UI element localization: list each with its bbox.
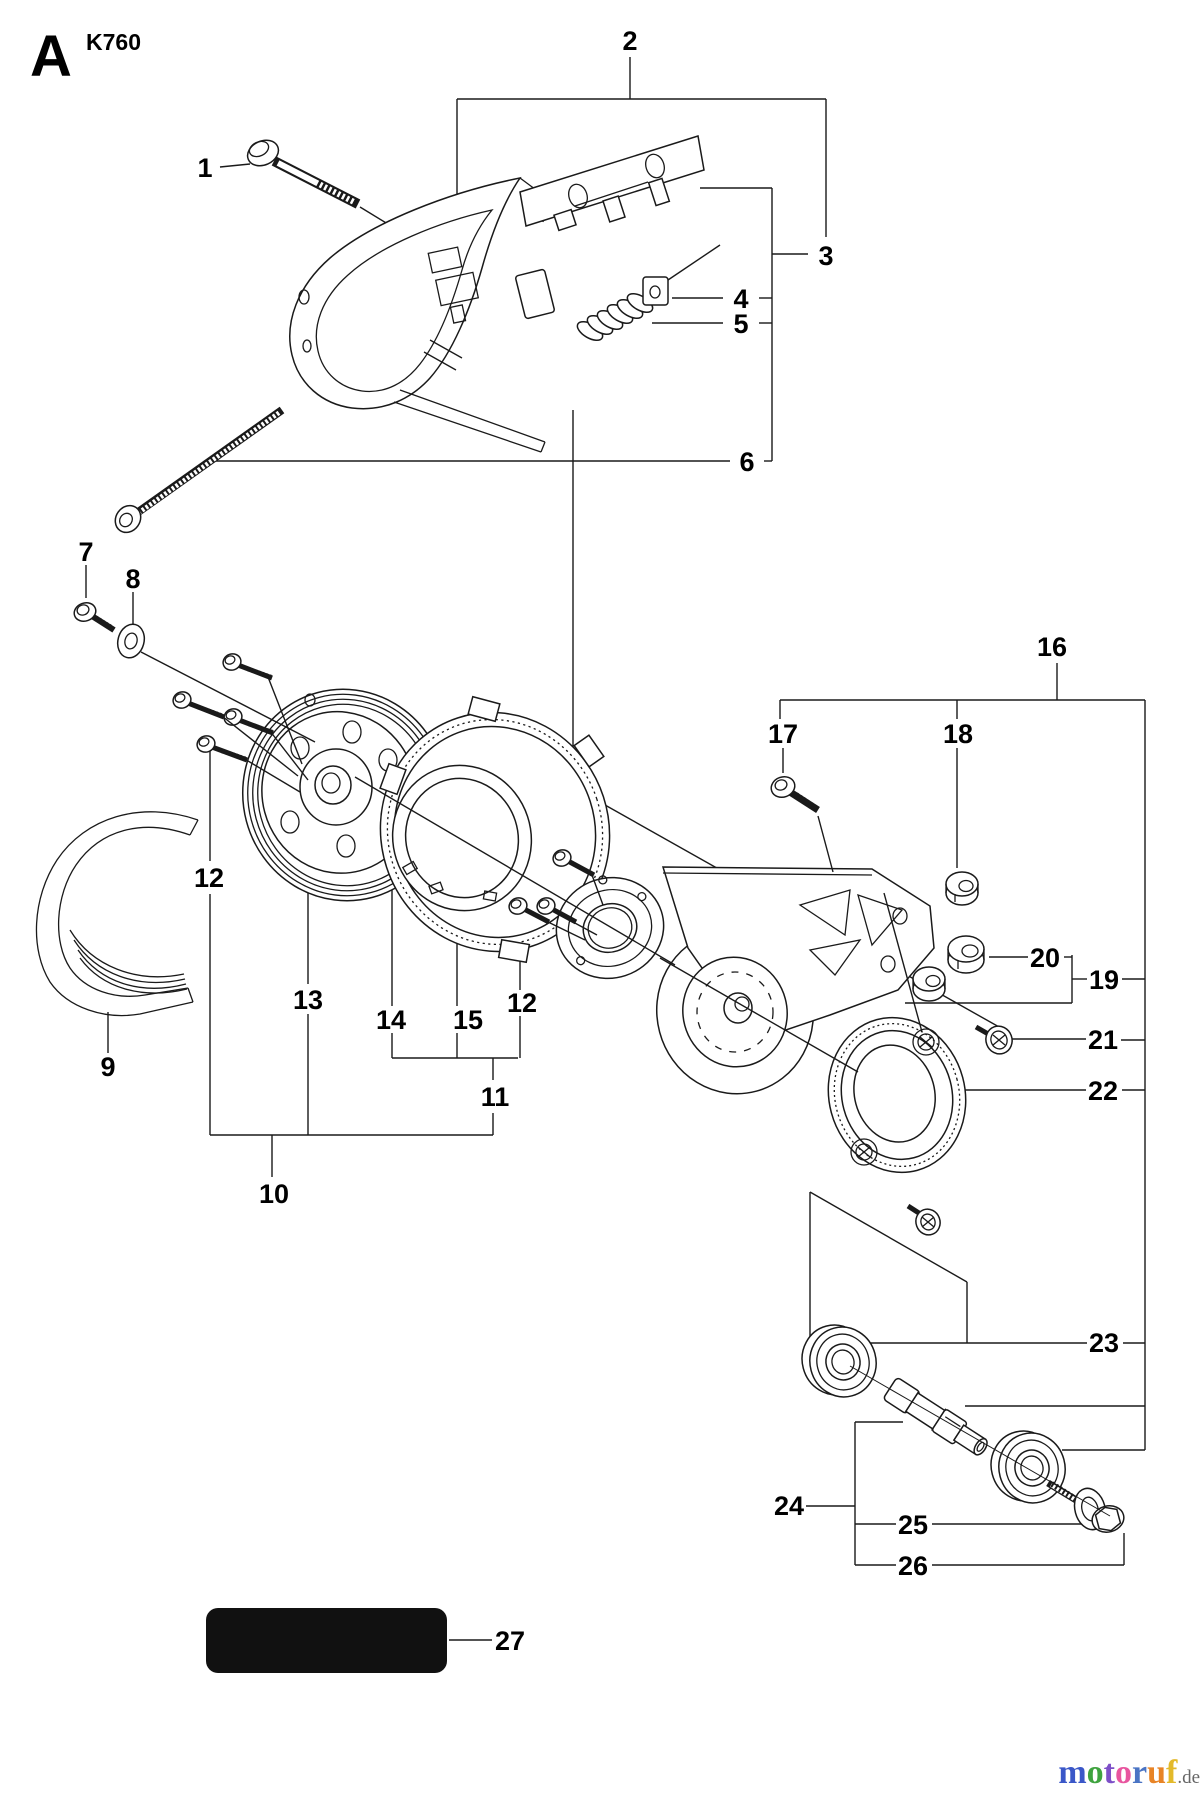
drive-belt <box>35 811 199 1017</box>
latch-plate <box>515 268 555 320</box>
callout-3: 3 <box>818 241 833 271</box>
callout-12b: 12 <box>507 988 537 1018</box>
long-screw-6 <box>114 406 285 534</box>
spindle-shaft <box>883 1377 988 1456</box>
callout-12a: 12 <box>194 863 224 893</box>
model-number: K760 <box>86 29 141 55</box>
belt-guard-cover <box>289 176 548 453</box>
callout-26: 26 <box>898 1551 928 1581</box>
motoruf-logo[interactable]: motoruf.de <box>1040 1750 1200 1796</box>
logo-suffix: .de <box>1177 1767 1200 1788</box>
tension-spring <box>576 292 654 342</box>
bearing-2 <box>990 1430 1066 1504</box>
flange-nuts <box>912 871 985 1002</box>
spindle-bolt <box>1046 1480 1125 1533</box>
screw <box>552 849 596 878</box>
screw <box>508 897 551 925</box>
section-letter: A <box>30 24 72 89</box>
callout-17: 17 <box>768 719 798 749</box>
callout-20: 20 <box>1030 943 1060 973</box>
screw <box>172 691 225 720</box>
tensioner-arm <box>655 866 935 1095</box>
callout-19: 19 <box>1089 965 1119 995</box>
callout-27: 27 <box>495 1626 525 1656</box>
flange-nut-mid <box>947 935 985 974</box>
support-flange <box>555 875 665 980</box>
callout-6: 6 <box>739 447 754 477</box>
callout-16: 16 <box>1037 632 1067 662</box>
callout-10: 10 <box>259 1179 289 1209</box>
leader-lines <box>85 57 1146 1641</box>
toothed-ring <box>379 695 611 964</box>
flange-nut-top <box>945 871 979 906</box>
callout-5: 5 <box>733 309 748 339</box>
square-nut <box>642 276 669 306</box>
callout-24: 24 <box>774 1491 804 1521</box>
screw <box>196 735 248 763</box>
screw-lower <box>906 1203 941 1236</box>
logo-letter: f <box>1165 1754 1178 1791</box>
logo-letter: o <box>1086 1754 1104 1791</box>
screw-17 <box>770 775 820 813</box>
washer-8 <box>116 623 146 659</box>
callout-11: 11 <box>481 1082 510 1112</box>
callout-2: 2 <box>622 26 637 56</box>
logo-letter: m <box>1058 1754 1087 1791</box>
callout-25: 25 <box>898 1510 928 1540</box>
screw-21 <box>974 1024 1013 1055</box>
flange-bolt-7 <box>73 601 116 633</box>
callout-7: 7 <box>78 537 93 567</box>
callout-22: 22 <box>1088 1076 1118 1106</box>
callout-21: 21 <box>1088 1025 1118 1055</box>
callout-9: 9 <box>100 1052 115 1082</box>
screw <box>222 653 273 681</box>
callout-15: 15 <box>453 1005 483 1035</box>
logo-letter: t <box>1103 1754 1115 1791</box>
screw <box>536 897 578 925</box>
hex-flange-bolt-1 <box>246 139 361 209</box>
bearing-1 <box>801 1324 877 1398</box>
warning-label <box>206 1608 447 1673</box>
logo-letter: r <box>1131 1754 1148 1791</box>
mounting-plate <box>519 135 705 232</box>
callout-23: 23 <box>1089 1328 1119 1358</box>
callout-14: 14 <box>376 1005 406 1035</box>
screw <box>223 708 274 736</box>
screws-12b <box>508 849 596 925</box>
callout-1: 1 <box>197 153 212 183</box>
callout-18: 18 <box>943 719 973 749</box>
screws-12a <box>172 653 274 763</box>
callout-8: 8 <box>125 564 140 594</box>
callout-labels: 1 2 3 4 5 6 7 8 9 10 11 12 13 14 15 12 1… <box>78 26 1119 1656</box>
logo-letter: o <box>1114 1754 1132 1791</box>
flange-nut-low <box>912 966 946 1002</box>
callout-4: 4 <box>733 284 748 314</box>
callout-13: 13 <box>293 985 323 1015</box>
ring-gear <box>827 1016 967 1174</box>
overlay-leader-lines <box>140 651 1111 1517</box>
logo-letter: u <box>1147 1754 1166 1791</box>
